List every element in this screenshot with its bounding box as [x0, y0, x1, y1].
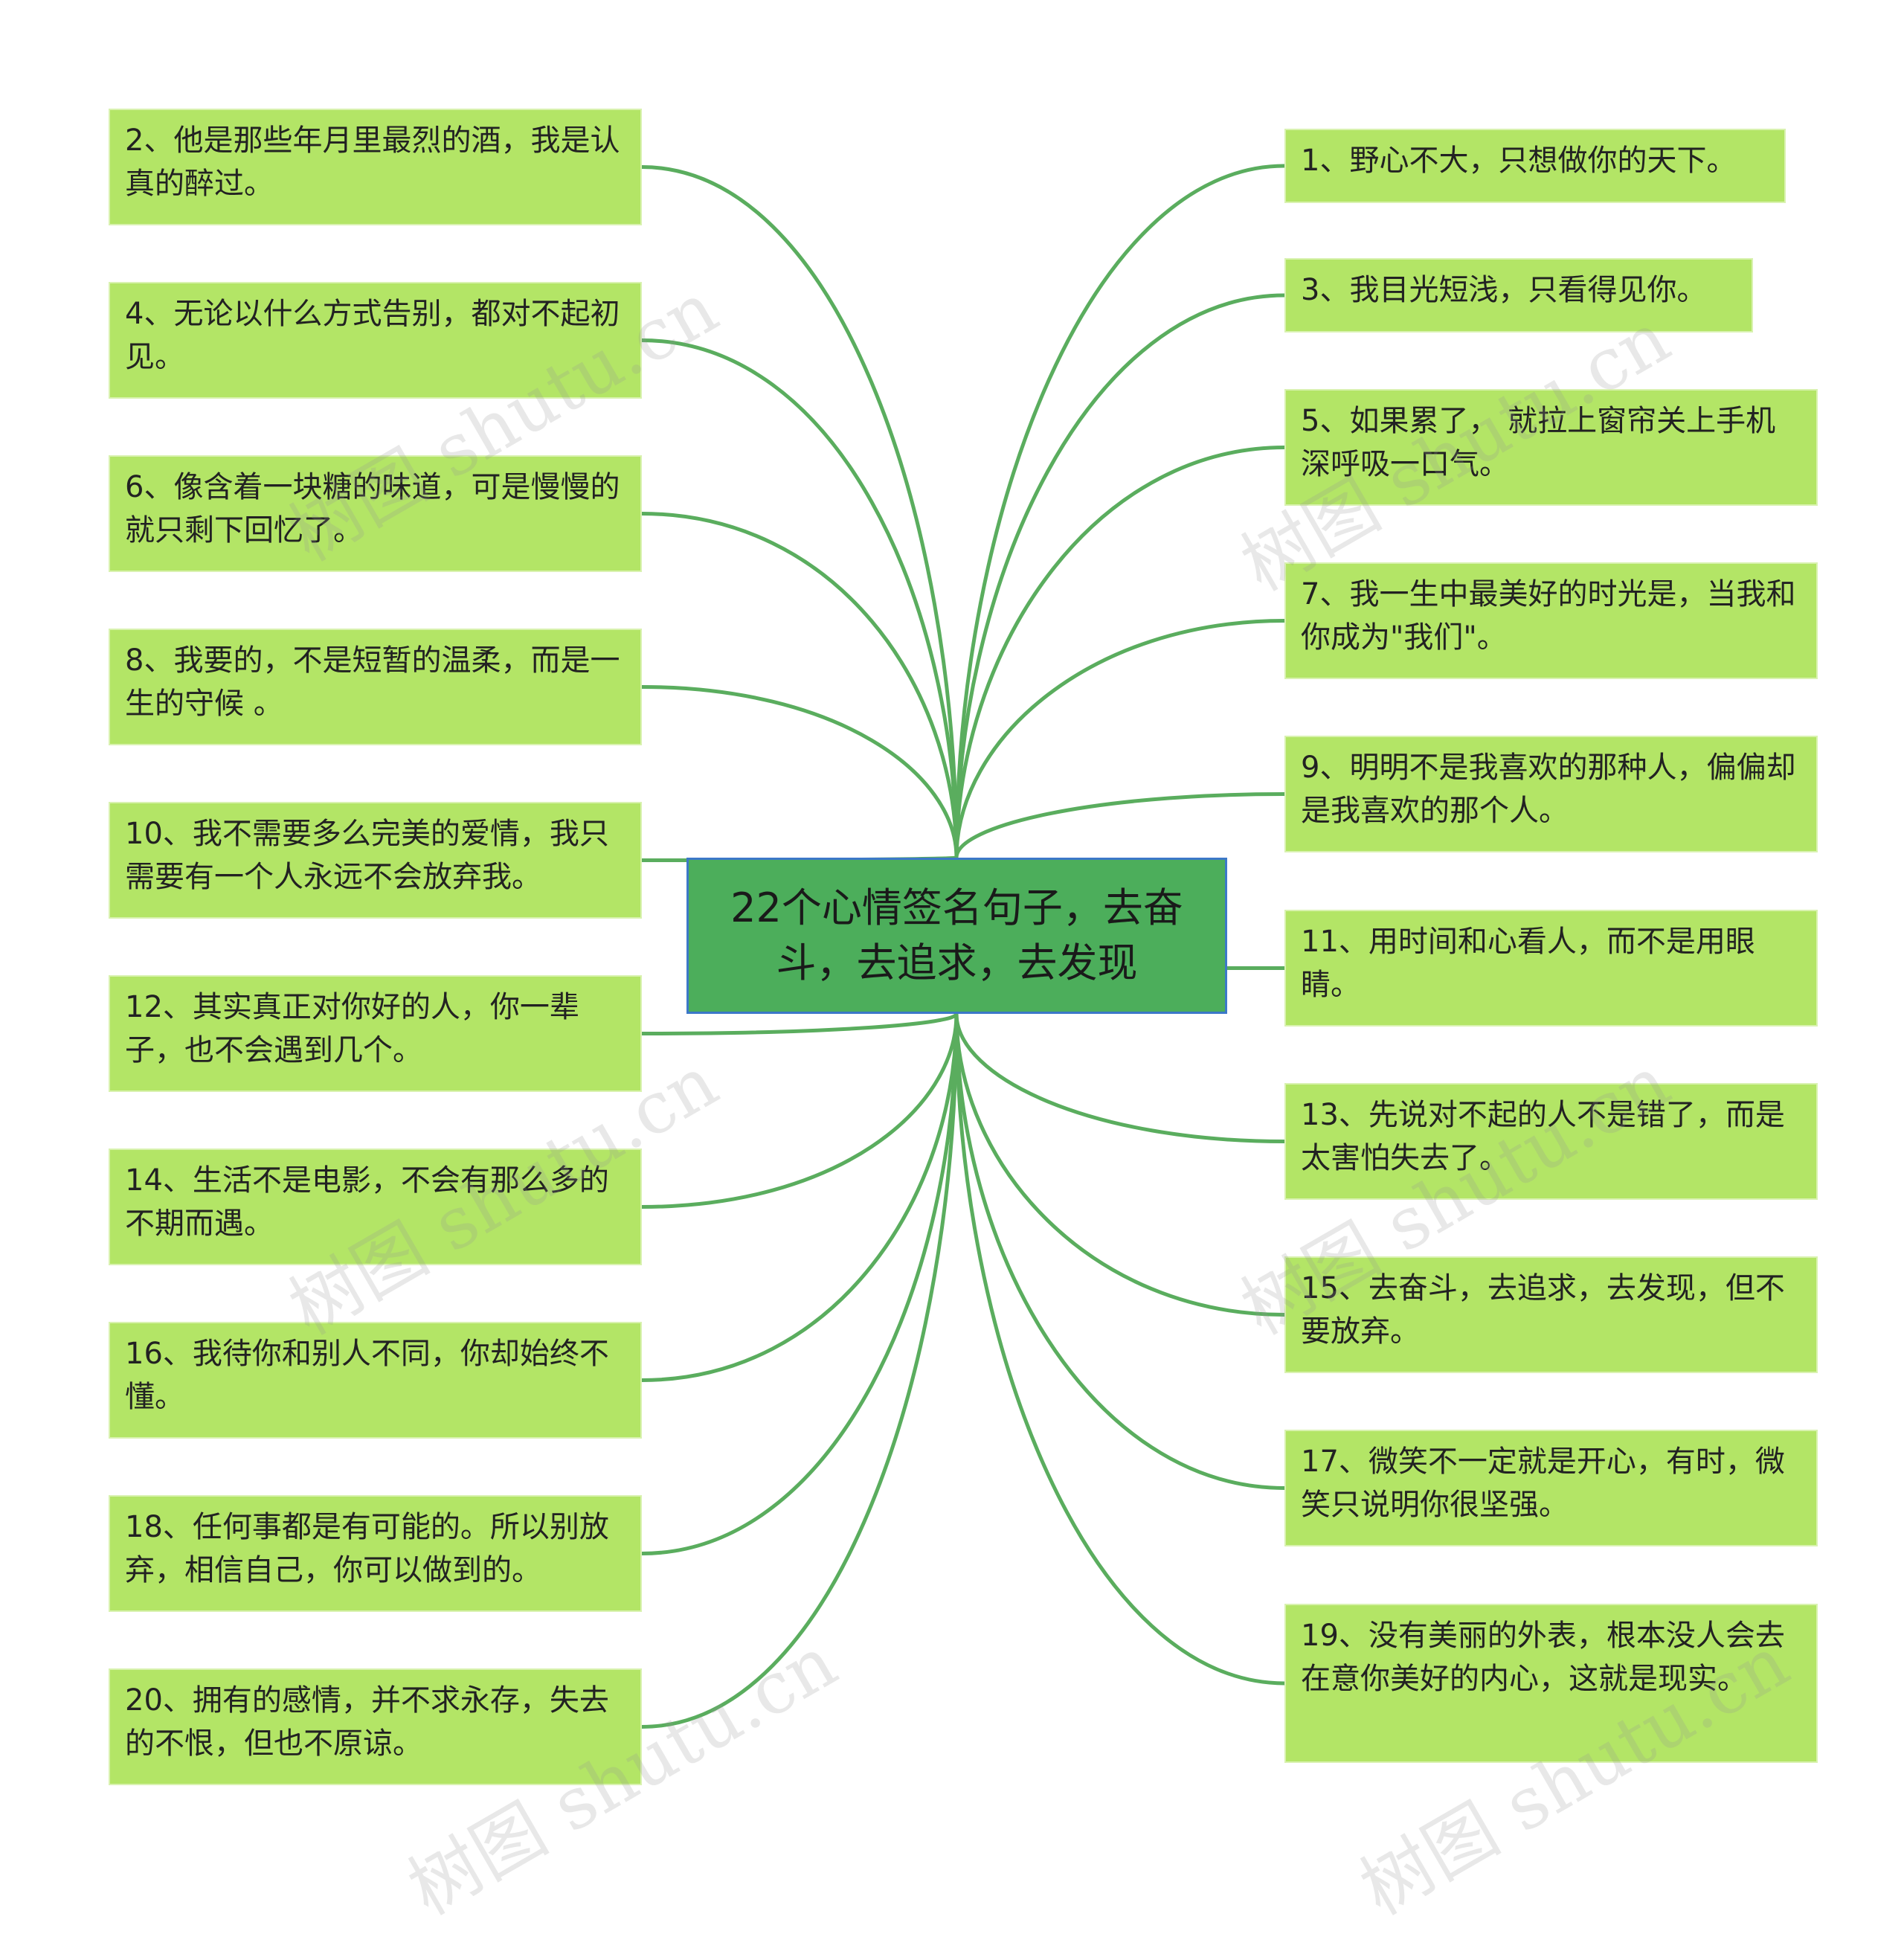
left-branch-node[interactable]: 20、拥有的感情，并不求永存，失去的不恨，但也不原谅。 — [109, 1668, 642, 1785]
root-topic-label: 22个心情签名句子，去奋斗，去追求，去发现 — [730, 884, 1183, 986]
right-branch-label: 17、微笑不一定就是开心，有时，微笑只说明你很坚强。 — [1301, 1445, 1785, 1522]
right-connector — [954, 1012, 1287, 1686]
connector-layer — [640, 164, 1287, 1729]
right-branch-label: 1、野心不大，只想做你的天下。 — [1301, 144, 1737, 178]
right-branch-node[interactable]: 13、先说对不起的人不是错了，而是太害怕失去了。 — [1284, 1083, 1818, 1200]
left-connector — [640, 1012, 959, 1209]
left-branch-node[interactable]: 4、无论以什么方式告别，都对不起初见。 — [109, 282, 642, 399]
left-branch-label: 20、拥有的感情，并不求永存，失去的不恨，但也不原谅。 — [125, 1683, 609, 1761]
right-branch-node[interactable]: 19、没有美丽的外表，根本没人会去在意你美好的内心，这就是现实。 — [1284, 1604, 1818, 1763]
right-branch-node[interactable]: 7、我一生中最美好的时光是，当我和你成为"我们"。 — [1284, 562, 1818, 679]
right-branch-node[interactable]: 1、野心不大，只想做你的天下。 — [1284, 129, 1786, 203]
left-branch-node[interactable]: 10、我不需要多么完美的爱情，我只需要有一个人永远不会放弃我。 — [109, 802, 642, 919]
right-branch-node[interactable]: 5、如果累了， 就拉上窗帘关上手机深呼吸一口气。 — [1284, 389, 1818, 506]
right-branch-node[interactable]: 17、微笑不一定就是开心，有时，微笑只说明你很坚强。 — [1284, 1430, 1818, 1546]
right-branch-label: 9、明明不是我喜欢的那种人，偏偏却是我喜欢的那个人。 — [1301, 751, 1796, 828]
root-topic[interactable]: 22个心情签名句子，去奋斗，去追求，去发现 — [686, 858, 1227, 1014]
right-branch-label: 15、去奋斗，去追求，去发现，但不要放弃。 — [1301, 1271, 1785, 1349]
right-branch-label: 5、如果累了， 就拉上窗帘关上手机深呼吸一口气。 — [1301, 404, 1776, 481]
left-branch-label: 8、我要的，不是短暂的温柔，而是一生的守候 。 — [125, 643, 620, 721]
left-branch-node[interactable]: 2、他是那些年月里最烈的酒，我是认真的醉过。 — [109, 109, 642, 225]
left-branch-label: 12、其实真正对你好的人，你一辈子，也不会遇到几个。 — [125, 990, 579, 1067]
left-connector — [640, 685, 959, 860]
right-branch-node[interactable]: 15、去奋斗，去追求，去发现，但不要放弃。 — [1284, 1256, 1818, 1373]
left-branch-label: 16、我待你和别人不同，你却始终不懂。 — [125, 1337, 609, 1414]
left-connector — [640, 512, 959, 860]
right-branch-label: 13、先说对不起的人不是错了，而是太害怕失去了。 — [1301, 1098, 1785, 1175]
left-connector — [640, 1012, 959, 1729]
right-branch-node[interactable]: 9、明明不是我喜欢的那种人，偏偏却是我喜欢的那个人。 — [1284, 736, 1818, 852]
right-branch-label: 11、用时间和心看人，而不是用眼睛。 — [1301, 925, 1755, 1002]
left-branch-node[interactable]: 6、像含着一块糖的味道，可是慢慢的就只剩下回忆了。 — [109, 455, 642, 572]
left-branch-label: 18、任何事都是有可能的。所以别放弃，相信自己，你可以做到的。 — [125, 1510, 609, 1587]
left-connector — [640, 1012, 959, 1035]
right-connector — [954, 1012, 1287, 1317]
right-connector — [954, 446, 1287, 860]
right-branch-label: 3、我目光短浅，只看得见你。 — [1301, 273, 1707, 307]
right-connector — [954, 792, 1287, 860]
right-connector — [954, 293, 1287, 860]
left-connector — [640, 1012, 959, 1382]
left-branch-node[interactable]: 12、其实真正对你好的人，你一辈子，也不会遇到几个。 — [109, 975, 642, 1092]
left-branch-label: 14、生活不是电影，不会有那么多的不期而遇。 — [125, 1163, 609, 1241]
right-connector — [954, 1012, 1287, 1490]
left-branch-label: 10、我不需要多么完美的爱情，我只需要有一个人永远不会放弃我。 — [125, 817, 609, 894]
right-branch-label: 7、我一生中最美好的时光是，当我和你成为"我们"。 — [1301, 577, 1796, 655]
right-connector — [954, 164, 1287, 860]
left-connector — [640, 338, 959, 860]
left-connector — [640, 1012, 959, 1555]
left-branch-node[interactable]: 18、任何事都是有可能的。所以别放弃，相信自己，你可以做到的。 — [109, 1495, 642, 1612]
left-branch-label: 6、像含着一块糖的味道，可是慢慢的就只剩下回忆了。 — [125, 470, 620, 547]
right-connector — [954, 619, 1287, 860]
left-branch-node[interactable]: 14、生活不是电影，不会有那么多的不期而遇。 — [109, 1148, 642, 1265]
left-branch-label: 4、无论以什么方式告别，都对不起初见。 — [125, 297, 620, 374]
left-branch-node[interactable]: 8、我要的，不是短暂的温柔，而是一生的守候 。 — [109, 629, 642, 745]
left-branch-node[interactable]: 16、我待你和别人不同，你却始终不懂。 — [109, 1322, 642, 1439]
right-connector — [954, 1012, 1287, 1143]
right-branch-node[interactable]: 11、用时间和心看人，而不是用眼睛。 — [1284, 910, 1818, 1027]
mindmap-canvas: 2、他是那些年月里最烈的酒，我是认真的醉过。 4、无论以什么方式告别，都对不起初见… — [109, 109, 1818, 1931]
right-branch-label: 19、没有美丽的外表，根本没人会去在意你美好的内心，这就是现实。 — [1301, 1619, 1785, 1696]
right-branch-node[interactable]: 3、我目光短浅，只看得见你。 — [1284, 258, 1753, 332]
left-connector — [640, 165, 959, 860]
left-branch-label: 2、他是那些年月里最烈的酒，我是认真的醉过。 — [125, 123, 620, 201]
